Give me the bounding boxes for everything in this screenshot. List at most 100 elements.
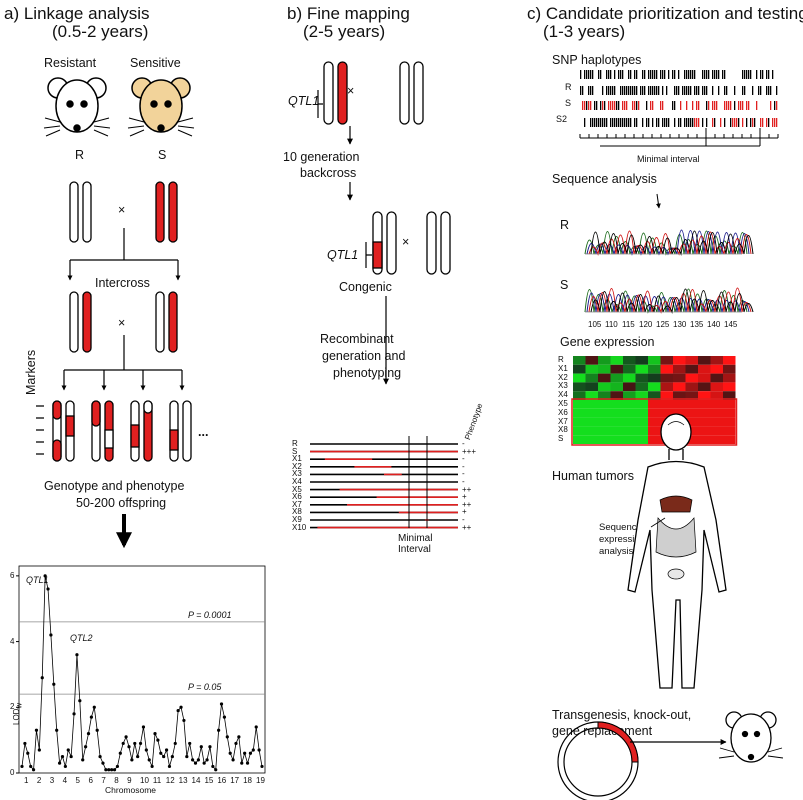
snp-mark (624, 86, 626, 95)
heatmap-cell (723, 391, 736, 400)
expr-row-label-x4: X4 (558, 390, 568, 400)
minimal-interval-line1: Minimal (398, 533, 433, 544)
intercross-label: Intercross (95, 276, 150, 290)
lod-point (196, 758, 200, 762)
snp-mark (662, 86, 664, 95)
snp-mark (760, 118, 762, 127)
lod-point (243, 751, 247, 755)
heatmap-cell (660, 373, 673, 383)
expr-row-label-x8: X8 (558, 425, 568, 435)
snp-mark (616, 101, 618, 110)
heatmap-cell (648, 373, 661, 383)
recomb-row-phenotype-x9: - (462, 515, 465, 524)
heatmap-cell (673, 356, 686, 365)
snp-mark (646, 101, 648, 110)
snp-mark (614, 118, 616, 127)
snp-mark (742, 118, 744, 127)
seq-tick-125: 125 (656, 320, 670, 329)
snp-mark (614, 70, 616, 79)
snp-mark (712, 70, 714, 79)
snp-mark (762, 118, 764, 127)
snp-mark (604, 118, 606, 127)
lod-point (156, 738, 160, 742)
snp-mark (674, 70, 676, 79)
snp-mark (622, 101, 624, 110)
heatmap-cell (635, 435, 648, 444)
lod-point (167, 764, 172, 769)
snp-mark (746, 70, 748, 79)
snp-mark (702, 118, 704, 127)
snp-mark (712, 101, 714, 110)
snp-mark (586, 70, 588, 79)
recomb-row-phenotype-x10: ++ (462, 522, 472, 532)
threshold-label-0: P = 0.0001 (188, 609, 232, 620)
heatmap-cell (585, 408, 598, 418)
expr-row-label-r: R (558, 355, 564, 364)
heatmap-cell (673, 400, 686, 409)
annotation-qtl1: QTL1 (26, 575, 49, 585)
snp-mark (584, 101, 586, 110)
lod-point (208, 745, 212, 749)
heatmap-cell (660, 408, 673, 418)
lod-point (199, 745, 203, 749)
snp-mark (776, 101, 778, 110)
snp-mark (628, 70, 630, 79)
expr-row-label-x3: X3 (558, 381, 568, 391)
snp-mark (724, 86, 726, 95)
snp-title: SNP haplotypes (552, 53, 642, 67)
snp-mark (718, 70, 720, 79)
snp-mark (584, 118, 586, 127)
recomb-row-label-x7: X7 (292, 499, 302, 509)
lod-point (40, 676, 44, 680)
heatmap-cell (648, 364, 661, 374)
lod-point (240, 761, 244, 765)
snp-mark (592, 118, 594, 127)
chromosome-tick-6: 6 (88, 776, 93, 785)
heatmap-cell (648, 417, 661, 427)
lod-point (237, 735, 241, 739)
lod-point (46, 587, 50, 591)
lod-point (115, 764, 120, 769)
expr-row-label-x2: X2 (558, 372, 568, 382)
recomb-row-label-x10: X10 (292, 522, 307, 532)
recomb-row-label-x9: X9 (292, 515, 302, 524)
snp-mark (602, 101, 604, 110)
snp-mark (690, 70, 692, 79)
recomb-row-label-x5: X5 (292, 484, 302, 494)
lod-point (141, 725, 146, 729)
heatmap-cell (610, 373, 623, 383)
snp-mark (594, 101, 596, 110)
snp-mark (656, 118, 658, 127)
heatmap-cell (698, 382, 711, 392)
recombinant-line2: generation and (322, 349, 406, 363)
recomb-row-label-x8: X8 (292, 507, 302, 517)
chromosome-tick-13: 13 (178, 776, 188, 785)
snp-mark (772, 70, 774, 79)
chromosome-tick-14: 14 (191, 776, 201, 785)
snp-mark (682, 86, 684, 95)
snp-mark (612, 101, 614, 110)
snp-mark (766, 118, 768, 127)
snp-mark (628, 86, 630, 95)
snp-mark (600, 118, 602, 127)
snp-mark (696, 118, 698, 127)
snp-mark (678, 118, 680, 127)
snp-mark (738, 101, 740, 110)
gene-expr-title: Gene expression (560, 335, 655, 349)
heatmap-cell (710, 364, 723, 374)
lod-point (185, 754, 189, 759)
lod-point (138, 741, 143, 746)
heatmap-cell (598, 426, 611, 436)
snp-mark (752, 118, 754, 127)
snp-mark (660, 70, 662, 79)
snp-mark (668, 70, 670, 79)
snp-mark (668, 118, 670, 127)
lod-point (245, 761, 250, 765)
lod-point (179, 705, 183, 709)
lod-point (60, 754, 65, 759)
recomb-row-label-x4: X4 (292, 477, 302, 486)
snp-mark (678, 70, 680, 79)
heatmap-cell (685, 373, 698, 383)
snp-mark (698, 86, 700, 95)
expr-row-label-x1: X1 (558, 363, 568, 373)
